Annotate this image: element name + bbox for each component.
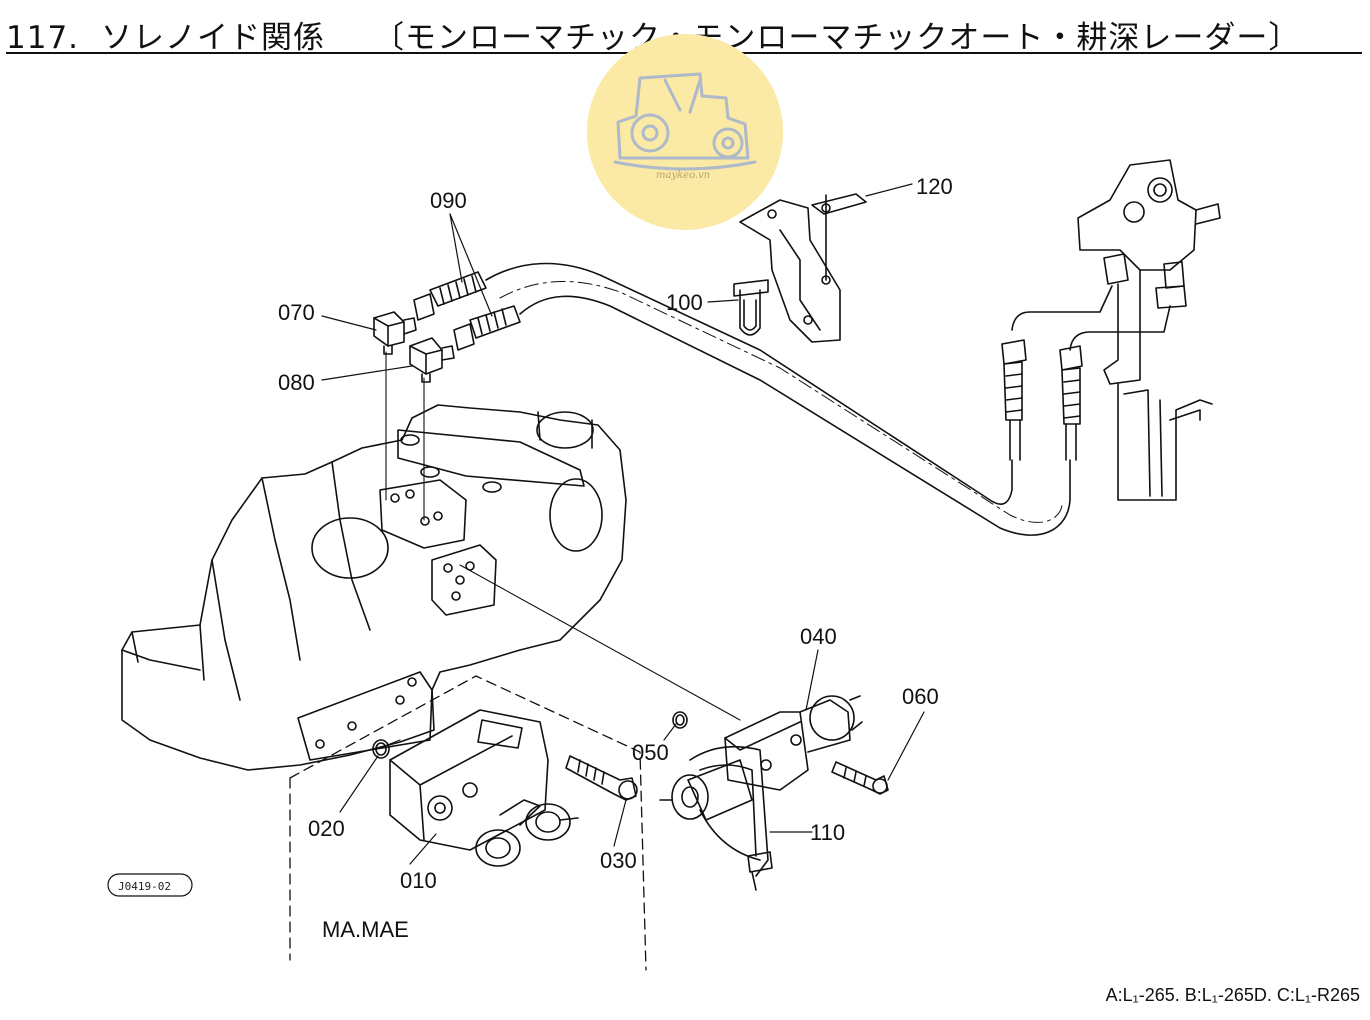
callout-070: 070	[278, 300, 315, 325]
callout-090: 090	[430, 188, 467, 213]
watermark-text: maykeo.vn	[656, 170, 710, 181]
drawing-code-text: J0419-02	[118, 880, 171, 893]
title-bar: 117. ソレノイド関係 〔モンローマチック・モンローマチックオート・耕深レーダー〕	[6, 4, 1362, 57]
hose-centerline	[499, 281, 1063, 523]
variant-box-label: MA.MAE	[322, 917, 409, 942]
bolt-060	[831, 761, 889, 795]
solenoid-040	[659, 695, 863, 821]
elbow-080	[409, 337, 455, 383]
solenoid-valve	[389, 709, 579, 867]
callout-leaders	[321, 183, 925, 865]
section-title: ソレノイド関係	[101, 20, 326, 56]
transmission-housing	[121, 404, 627, 771]
callout-110: 110	[810, 820, 845, 845]
o-ring-020	[372, 739, 390, 759]
hose-lines	[485, 262, 1071, 536]
callout-040: 040	[800, 624, 837, 649]
callout-080: 080	[278, 370, 315, 395]
model-applicability-note: A:L₁-265. B:L₁-265D. C:L₁-R265	[1105, 985, 1360, 1005]
clip-100	[733, 279, 769, 336]
hose-fitting-090	[413, 271, 521, 351]
callout-060: 060	[902, 684, 939, 709]
bolt-030	[565, 755, 638, 801]
section-subtitle: 〔モンローマチック・モンローマチックオート・耕深レーダー〕	[373, 20, 1301, 56]
rear-valve-assembly	[1001, 159, 1221, 501]
callout-020: 020	[308, 816, 345, 841]
watermark-logo: maykeo.vn	[587, 34, 783, 230]
callout-030: 030	[600, 848, 637, 873]
callout-050: 050	[632, 740, 669, 765]
page-title: 117. ソレノイド関係 〔モンローマチック・モンローマチックオート・耕深レーダー〕	[6, 12, 1300, 57]
strap-110	[689, 745, 773, 891]
bracket-120	[739, 193, 867, 343]
callout-labels: 090 070 080 100 120 040 060 050 020 030 …	[278, 174, 953, 893]
callout-120: 120	[916, 174, 953, 199]
callout-010: 010	[400, 868, 437, 893]
variant-box	[289, 675, 647, 971]
elbow-070	[373, 311, 417, 355]
leader-lines	[379, 351, 741, 749]
section-number: 117.	[6, 20, 80, 56]
callout-100: 100	[666, 290, 703, 315]
drawing-code: J0419-02	[107, 873, 193, 897]
o-ring-050	[672, 711, 688, 729]
